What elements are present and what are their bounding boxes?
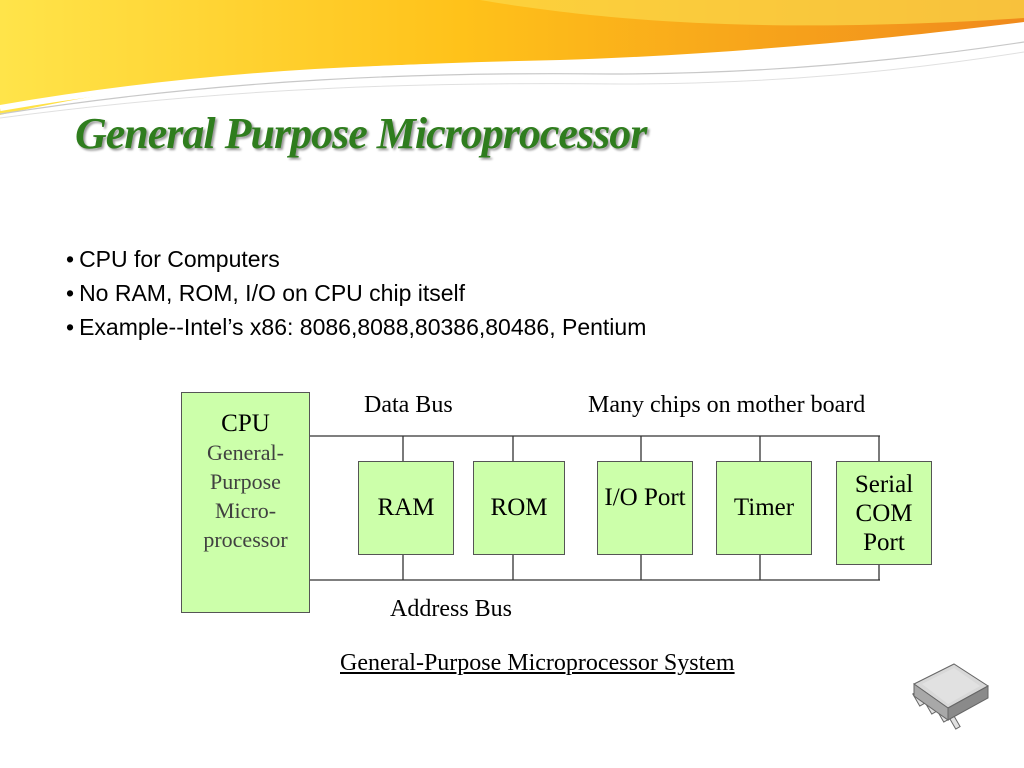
ram-label: RAM xyxy=(377,494,435,521)
serial-label-line: Serial xyxy=(854,470,914,498)
microchip-icon xyxy=(912,663,989,730)
bullet-item: Example--Intel’s x86: 8086,8088,80386,80… xyxy=(66,310,646,344)
rom-label: ROM xyxy=(490,494,548,521)
bullet-list: CPU for Computers No RAM, ROM, I/O on CP… xyxy=(66,242,646,344)
bullet-item: No RAM, ROM, I/O on CPU chip itself xyxy=(66,276,646,310)
bullet-item: CPU for Computers xyxy=(66,242,646,276)
cpu-desc-line: General- xyxy=(207,440,284,465)
serial-label-line: Port xyxy=(863,528,905,556)
slide-title: General Purpose Microprocessor xyxy=(75,109,647,158)
rom-box: ROM xyxy=(473,461,565,555)
cpu-desc-line: Purpose xyxy=(210,469,281,494)
io-port-box: I/O Port xyxy=(597,461,693,555)
io-port-label: I/O Port xyxy=(604,484,686,511)
motherboard-note: Many chips on mother board xyxy=(588,392,866,418)
cpu-box: CPU General- Purpose Micro- processor xyxy=(181,392,310,613)
address-bus-label: Address Bus xyxy=(390,596,513,622)
serial-com-port-box: Serial COM Port xyxy=(836,461,932,565)
serial-label-line: COM xyxy=(855,499,913,527)
cpu-label: CPU xyxy=(221,410,270,437)
header-swoosh xyxy=(0,0,1024,119)
diagram-caption: General-Purpose Microprocessor System xyxy=(340,650,735,676)
data-bus-label: Data Bus xyxy=(364,392,453,418)
cpu-desc-line: Micro- xyxy=(214,498,277,523)
timer-box: Timer xyxy=(716,461,812,555)
ram-box: RAM xyxy=(358,461,454,555)
timer-label: Timer xyxy=(733,494,795,521)
cpu-desc-line: processor xyxy=(203,527,288,552)
